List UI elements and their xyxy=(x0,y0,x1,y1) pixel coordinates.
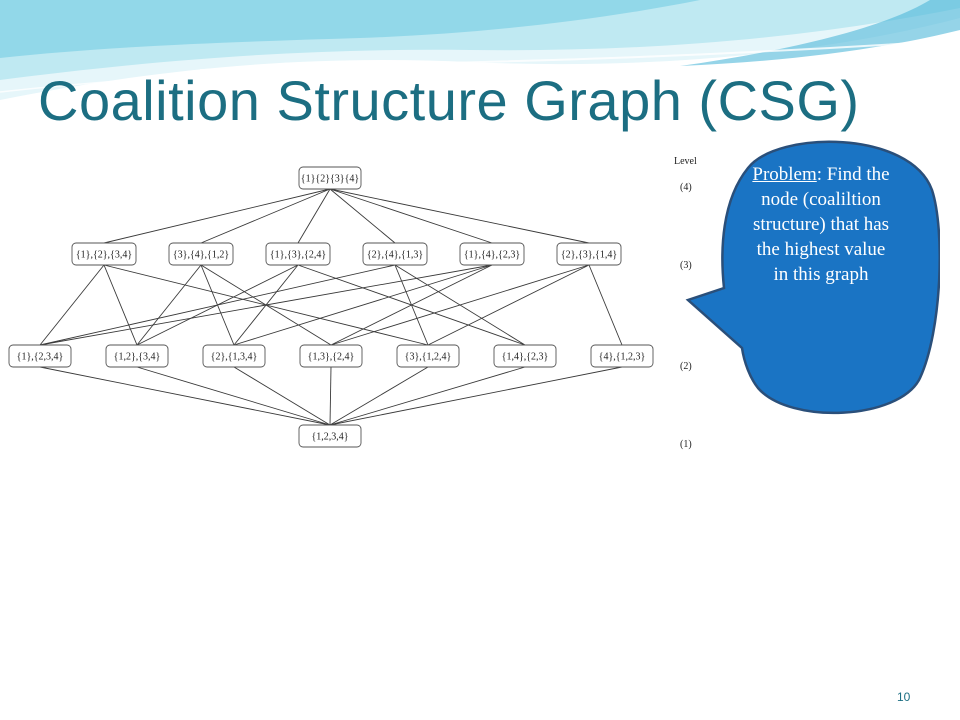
graph-node-label: {1},{2},{3,4} xyxy=(76,250,132,261)
graph-node-box xyxy=(8,344,72,368)
graph-node: {1},{2,3,4} xyxy=(8,344,72,368)
graph-node-box xyxy=(202,344,266,368)
graph-node: {1},{2},{3,4} xyxy=(71,242,137,266)
callout-bubble xyxy=(685,140,940,415)
graph-edge xyxy=(233,366,331,426)
graph-node-label: {1,2},{3,4} xyxy=(114,352,161,363)
graph-node: {2},{4},{1,3} xyxy=(362,242,428,266)
graph-node: {1,4},{2,3} xyxy=(493,344,557,368)
graph-node-label: {2},{3},{1,4} xyxy=(561,250,617,261)
graph-node-label: {1},{4},{2,3} xyxy=(464,250,520,261)
graph-edge xyxy=(329,188,396,244)
graph-edge xyxy=(39,264,105,346)
graph-edge xyxy=(329,188,493,244)
graph-edge xyxy=(39,264,493,346)
level-label-2: (2) xyxy=(680,361,692,372)
graph-node-box xyxy=(265,242,331,266)
graph-node-label: {3},{1,2,4} xyxy=(405,352,452,363)
graph-edge xyxy=(329,366,332,426)
graph-edge xyxy=(588,264,623,346)
graph-node: {1,2},{3,4} xyxy=(105,344,169,368)
graph-node-box xyxy=(459,242,525,266)
graph-node-label: {1,3},{2,4} xyxy=(308,352,355,363)
graph-node: {3},{4},{1,2} xyxy=(168,242,234,266)
level-label-3: (3) xyxy=(680,260,692,271)
graph-node: {1},{4},{2,3} xyxy=(459,242,525,266)
graph-edge xyxy=(39,366,331,426)
graph-node: {4},{1,2,3} xyxy=(590,344,654,368)
graph-edge xyxy=(136,264,202,346)
coalition-structure-graph: {1}{2}{3}{4} {1},{2},{3,4} {3},{4},{1,2} {1… xyxy=(0,150,712,455)
graph-edge xyxy=(200,188,331,244)
graph-edge xyxy=(330,264,493,346)
graph-node-label: {1},{3},{2,4} xyxy=(270,250,326,261)
graph-node: {1},{3},{2,4} xyxy=(265,242,331,266)
slide-title: Coalition Structure Graph (CSG) xyxy=(38,69,860,132)
graph-node-box xyxy=(396,344,460,368)
graph-edge xyxy=(329,366,623,426)
graph-nodes: {1}{2}{3}{4} {1},{2},{3,4} {3},{4},{1,2} {1… xyxy=(8,166,654,448)
graph-node-box xyxy=(105,344,169,368)
callout-heading: Problem xyxy=(752,164,817,185)
graph-node: {1,3},{2,4} xyxy=(299,344,363,368)
graph-node-label: {1,4},{2,3} xyxy=(502,352,549,363)
graph-node-label: {4},{1,2,3} xyxy=(599,352,646,363)
graph-node-box xyxy=(590,344,654,368)
graph-edge xyxy=(233,264,493,346)
graph-node: {1}{2}{3}{4} xyxy=(298,166,362,190)
graph-edge xyxy=(329,366,429,426)
header-wave-decoration xyxy=(0,0,960,100)
graph-node-label: {1}{2}{3}{4} xyxy=(301,174,359,185)
graph-node-label: {2},{1,3,4} xyxy=(211,352,258,363)
callout-text: Problem: Find the node (coaliltion struc… xyxy=(748,162,894,287)
graph-node-box xyxy=(298,166,362,190)
level-header: Level xyxy=(674,156,697,167)
graph-edges xyxy=(39,188,623,426)
graph-node: {3},{1,2,4} xyxy=(396,344,460,368)
graph-edge xyxy=(329,188,590,244)
graph-edge xyxy=(103,264,138,346)
graph-edge xyxy=(39,264,396,346)
callout-heading-colon: : xyxy=(816,164,823,185)
graph-node-label: {2},{4},{1,3} xyxy=(367,250,423,261)
level-label-1: (1) xyxy=(680,439,692,450)
graph-node: {2},{1,3,4} xyxy=(202,344,266,368)
graph-node-box xyxy=(556,242,622,266)
graph-node-box xyxy=(493,344,557,368)
graph-node: {2},{3},{1,4} xyxy=(556,242,622,266)
graph-node: {1,2,3,4} xyxy=(298,424,362,448)
graph-node-box xyxy=(168,242,234,266)
graph-node-label: {3},{4},{1,2} xyxy=(173,250,229,261)
graph-node-label: {1},{2,3,4} xyxy=(17,352,64,363)
callout-body: Find the node (coaliltion structure) tha… xyxy=(752,164,890,285)
graph-edge xyxy=(136,366,331,426)
level-labels: Level (4) (3) (2) (1) xyxy=(674,156,697,450)
graph-edge xyxy=(297,188,331,244)
graph-node-box xyxy=(362,242,428,266)
graph-edge xyxy=(330,264,590,346)
page-number: 10 xyxy=(897,690,911,704)
graph-edge xyxy=(329,366,526,426)
graph-edge xyxy=(427,264,590,346)
graph-node-label: {1,2,3,4} xyxy=(311,432,348,443)
graph-node-box xyxy=(71,242,137,266)
graph-node-box xyxy=(298,424,362,448)
graph-edge xyxy=(103,188,331,244)
level-label-4: (4) xyxy=(680,182,692,193)
graph-node-box xyxy=(299,344,363,368)
